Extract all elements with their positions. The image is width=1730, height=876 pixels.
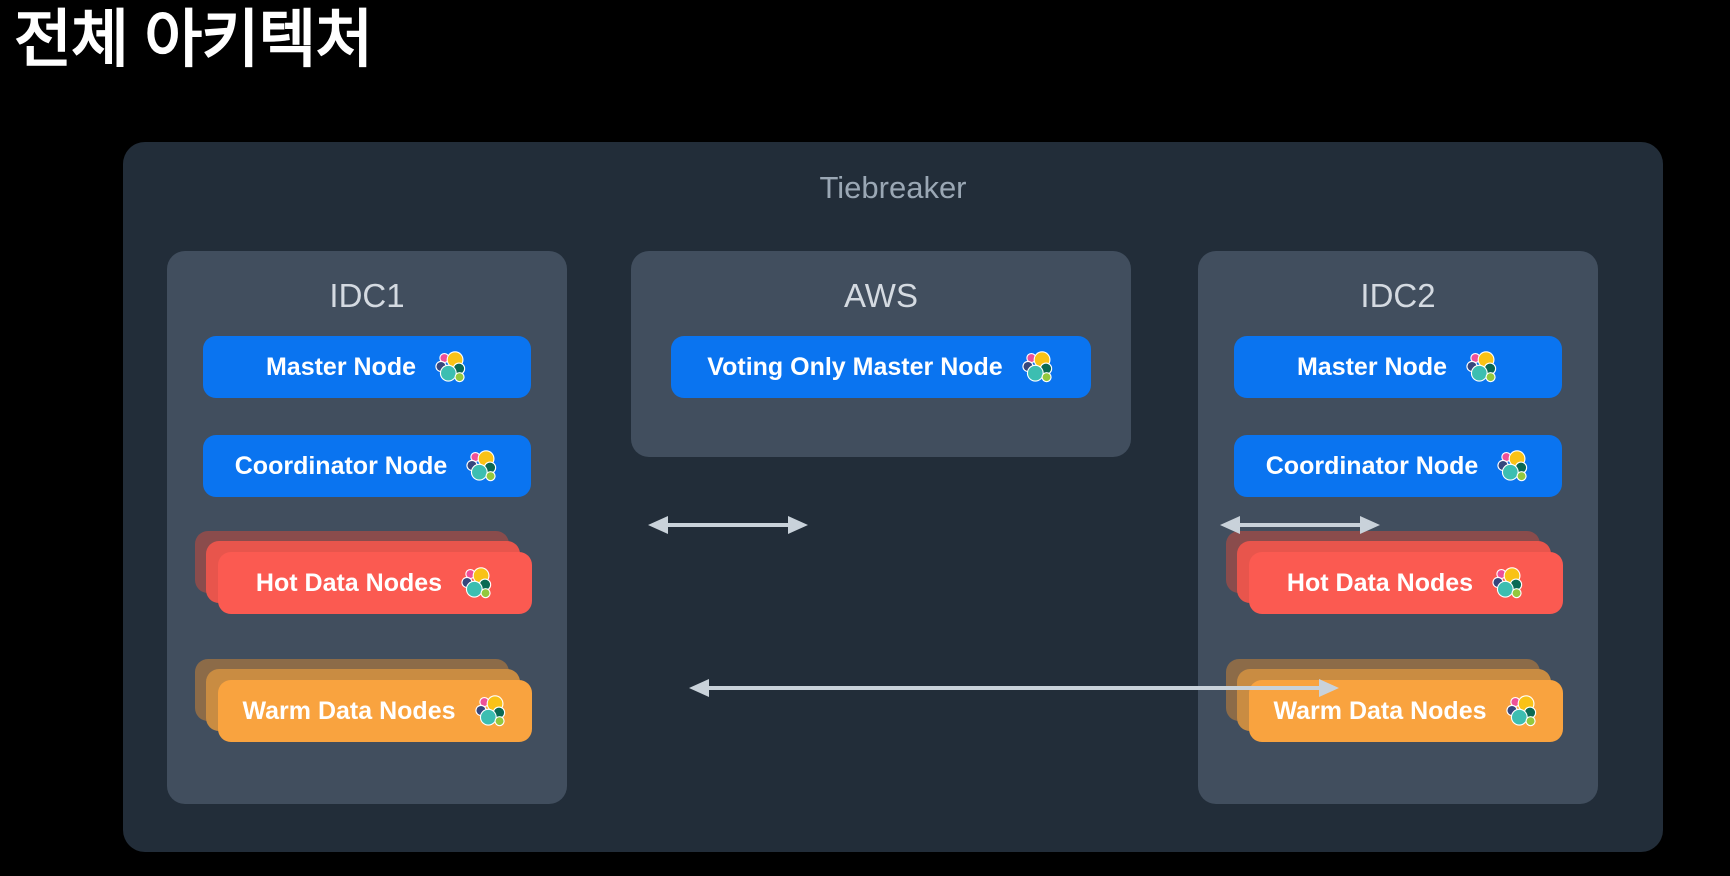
elasticsearch-icon xyxy=(435,351,466,383)
node-aws-voting-only-master[interactable]: Voting Only Master Node xyxy=(671,336,1091,398)
node-label: Master Node xyxy=(265,352,417,381)
connector-idc1-idc2 xyxy=(689,673,1339,703)
node-idc1-master[interactable]: Master Node xyxy=(203,336,531,398)
stack-layer-front[interactable]: Hot Data Nodes xyxy=(1249,552,1563,614)
node-label: Hot Data Nodes xyxy=(255,568,443,597)
node-label: Voting Only Master Node xyxy=(707,352,1003,381)
node-idc2-hot[interactable]: Hot Data Nodes xyxy=(1226,531,1566,621)
node-label: Coordinator Node xyxy=(234,451,448,480)
node-idc1-hot[interactable]: Hot Data Nodes xyxy=(195,531,535,621)
connector-idc1-aws xyxy=(648,510,808,540)
elasticsearch-icon xyxy=(461,567,492,599)
zone-idc2: IDC2 Master Node Coordinator Node xyxy=(1198,251,1598,804)
elasticsearch-icon xyxy=(474,695,505,727)
elasticsearch-icon xyxy=(1466,351,1497,383)
elasticsearch-icon xyxy=(1492,567,1523,599)
node-idc1-warm[interactable]: Warm Data Nodes xyxy=(195,659,535,749)
stack-layer-front[interactable]: Warm Data Nodes xyxy=(1249,680,1563,742)
elasticsearch-icon xyxy=(466,450,497,482)
node-idc2-master[interactable]: Master Node xyxy=(1234,336,1562,398)
stack-layer-front[interactable]: Warm Data Nodes xyxy=(218,680,532,742)
node-idc1-coordinator[interactable]: Coordinator Node xyxy=(203,435,531,497)
elasticsearch-icon xyxy=(1497,450,1528,482)
node-label: Warm Data Nodes xyxy=(242,696,456,725)
tiebreaker-container: Tiebreaker IDC1 Master Node Coordinator … xyxy=(123,142,1663,852)
connector-aws-idc2 xyxy=(1220,510,1380,540)
node-label: Hot Data Nodes xyxy=(1286,568,1474,597)
node-idc2-coordinator[interactable]: Coordinator Node xyxy=(1234,435,1562,497)
zone-title-aws: AWS xyxy=(844,277,918,314)
tiebreaker-label: Tiebreaker xyxy=(819,170,967,205)
node-label: Warm Data Nodes xyxy=(1273,696,1487,725)
elasticsearch-icon xyxy=(1505,695,1536,727)
stack-layer-front[interactable]: Hot Data Nodes xyxy=(218,552,532,614)
zone-title-idc1: IDC1 xyxy=(329,277,405,314)
zone-aws: AWS Voting Only Master Node xyxy=(631,251,1131,457)
zone-idc1: IDC1 Master Node Coordinator Node xyxy=(167,251,567,804)
page-title: 전체 아키텍처 xyxy=(14,5,373,75)
node-label: Coordinator Node xyxy=(1265,451,1479,480)
node-label: Master Node xyxy=(1296,352,1448,381)
zone-title-idc2: IDC2 xyxy=(1360,277,1436,314)
elasticsearch-icon xyxy=(1022,351,1052,383)
